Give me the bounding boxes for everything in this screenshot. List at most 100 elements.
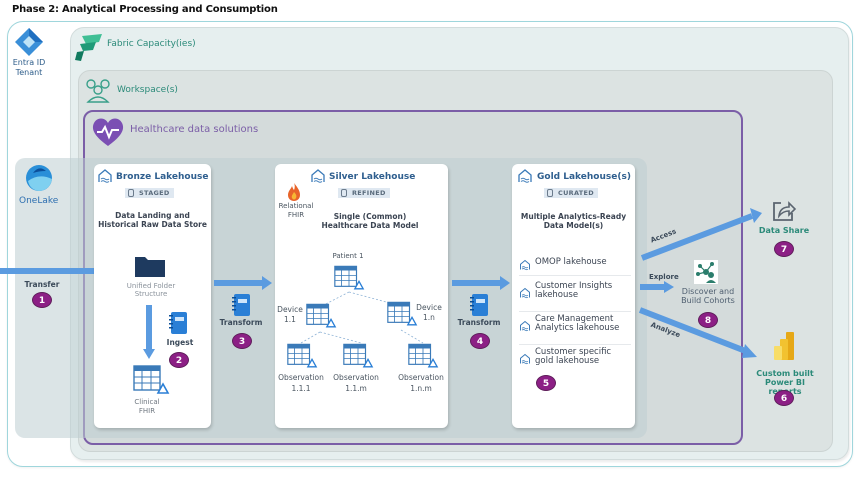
entra-id-label-line2: Tenant [15,67,43,77]
database-icon [128,189,134,197]
explore-arrow [640,281,674,293]
observation-table-icon [287,343,318,368]
folder-icon [135,257,165,277]
cohorts-label: Discover and Build Cohorts [676,287,740,306]
heart-pulse-icon [92,118,124,146]
gold-description-line1: Multiple Analytics-Ready [520,212,627,221]
bronze-title: Bronze Lakehouse [116,172,209,182]
device-right-line1: Device [416,303,442,312]
observation-label-line1: Observation [278,373,324,382]
gold-list-item: Customer specific gold lakehouse [519,348,631,372]
patient-table-icon [334,265,365,290]
observation-table-icon [408,343,439,368]
gold-description-line2: Data Model(s) [543,220,604,230]
lakehouse-icon [518,169,532,183]
device-left-label: Device 1.1 [276,305,304,325]
notebook-icon [470,294,488,316]
bronze-description-line1: Data Landing and [115,211,190,220]
bronze-badge-text: STAGED [139,189,170,197]
observation-label-line1: Observation [398,373,444,382]
hds-label: Healthcare data solutions [130,124,259,135]
gold-lakehouse-card [512,164,635,428]
entra-id-label: Entra ID Tenant [6,58,52,77]
fabric-label: Fabric Capacity(ies) [107,39,196,49]
transform-label-2: Transform [457,318,501,327]
gold-list-item: OMOP lakehouse [519,258,631,276]
silver-badge-text: REFINED [352,189,386,197]
bronze-description-line2: Historical Raw Data Store [98,219,207,229]
step-badge-7: 7 [774,241,794,257]
observation-label: Observation 1.n.m [394,373,448,394]
workspace-label: Workspace(s) [117,85,178,95]
analyze-arrow [638,307,757,358]
step-badge-2: 2 [169,352,189,368]
silver-title: Silver Lakehouse [329,172,416,182]
step-badge-3: 3 [232,333,252,349]
gold-item-line2: gold lakehouse [535,355,600,366]
relational-fhir-label: Relational FHIR [276,202,316,220]
transform-arrow-1 [214,276,272,290]
gold-list-item: Customer Insights lakehouse [519,282,631,312]
gold-list-item: Care Management Analytics lakehouse [519,315,631,345]
gold-item-line1: Customer Insights [535,281,613,291]
step-badge-1: 1 [32,292,52,308]
gold-item-line1: Care Management [535,314,614,324]
workspace-people-icon [86,79,110,103]
clinical-fhir-line1: Clinical [134,398,160,406]
step-badge-8: 8 [698,312,718,328]
transfer-label: Transfer [24,280,60,289]
device-left-line2: 1.1 [284,315,296,325]
gold-item-label: OMOP lakehouse [535,258,607,267]
device-right-label: Device 1.n [414,303,444,323]
silver-lakehouse-card [275,164,448,428]
database-icon [341,189,347,197]
delta-table-icon [133,365,170,394]
device-table-icon [387,301,418,326]
observation-label-line2: 1.1.m [345,383,367,393]
gold-item-label: Customer specific gold lakehouse [535,348,611,366]
silver-badge: REFINED [338,188,390,198]
patient-label: Patient 1 [332,252,364,260]
transform-label-1: Transform [219,318,263,327]
clinical-fhir-label: Clinical FHIR [120,398,174,417]
folder-label: Unified Folder Structure [104,282,198,299]
ingest-label: Ingest [166,338,194,347]
page-title: Phase 2: Analytical Processing and Consu… [12,4,278,15]
silver-description-line1: Single (Common) [333,212,407,221]
silver-description: Single (Common) Healthcare Data Model [310,212,430,230]
cohorts-label-line1: Discover and [681,287,735,296]
entra-id-icon [15,28,43,56]
observation-table-icon [343,343,374,368]
gold-item-label: Care Management Analytics lakehouse [535,315,619,333]
notebook-icon [232,294,250,316]
explore-label: Explore [649,273,679,281]
step-badge-6: 6 [774,390,794,406]
data-share-icon [773,201,797,221]
lakehouse-icon [311,169,325,183]
lakehouse-icon [520,320,530,332]
ingest-down-arrow [143,305,155,359]
observation-label-line1: Observation [333,373,379,382]
lakehouse-icon [520,287,530,299]
entra-id-label-line1: Entra ID [12,58,46,67]
silver-description-line2: Healthcare Data Model [321,220,419,230]
observation-label: Observation 1.1.m [329,373,383,394]
relational-fhir-line1: Relational [278,202,314,210]
onelake-icon [26,165,52,191]
folder-label-line1: Unified Folder [126,282,176,290]
gold-description: Multiple Analytics-Ready Data Model(s) [512,212,635,230]
observation-label-line2: 1.1.1 [291,383,311,393]
gold-item-line2: lakehouse [535,289,579,300]
gold-item-line1: OMOP lakehouse [535,257,607,267]
lakehouse-icon [98,169,112,183]
relational-fhir-line2: FHIR [287,211,305,220]
data-share-label: Data Share [758,226,810,235]
device-right-line2: 1.n [423,313,435,323]
notebook-icon [169,312,187,334]
fhir-flame-icon [288,183,300,201]
fabric-icon [75,34,102,61]
gold-badge-text: CURATED [558,189,594,197]
power-bi-label-line1: Custom built [756,369,814,378]
transform-arrow-2 [452,276,510,290]
